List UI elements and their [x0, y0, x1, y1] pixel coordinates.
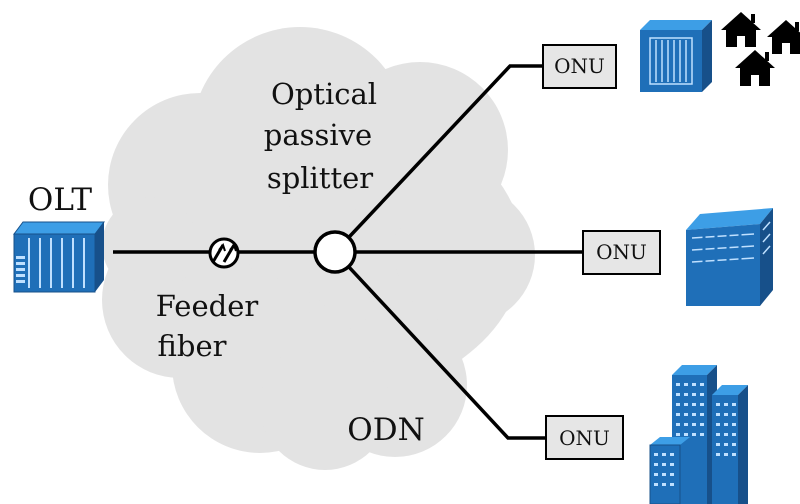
splitter-node-icon [313, 230, 357, 274]
splitter-label-line3: splitter [267, 161, 373, 195]
onu-label-middle: ONU [596, 240, 647, 264]
splitter-label-line2: passive [264, 118, 372, 152]
feeder-label-line1: Feeder [156, 289, 259, 323]
splitter-label-line1: Optical [271, 77, 377, 111]
skyscraper-icon [649, 365, 748, 504]
olt-rack-icon [13, 221, 105, 293]
onu-label-bottom: ONU [559, 426, 610, 450]
fiber-coupler-icon [208, 237, 240, 269]
odn-label: ODN [347, 412, 424, 448]
onu-label-top: ONU [554, 54, 605, 78]
house-icon [767, 20, 800, 54]
onu-box-top: ONU [542, 44, 617, 89]
cabinet-icon [640, 20, 712, 92]
feeder-label-line2: fiber [158, 329, 227, 363]
olt-label: OLT [28, 182, 92, 218]
office-building-icon [686, 208, 773, 306]
branch-line-bottom [333, 250, 546, 440]
fiber-lines [113, 64, 583, 440]
house-icon [721, 12, 761, 47]
branch-line-top [333, 64, 543, 254]
odn-cloud [102, 27, 535, 470]
onu-box-bottom: ONU [545, 415, 624, 460]
house-icon [735, 50, 775, 86]
onu-box-middle: ONU [582, 230, 661, 275]
